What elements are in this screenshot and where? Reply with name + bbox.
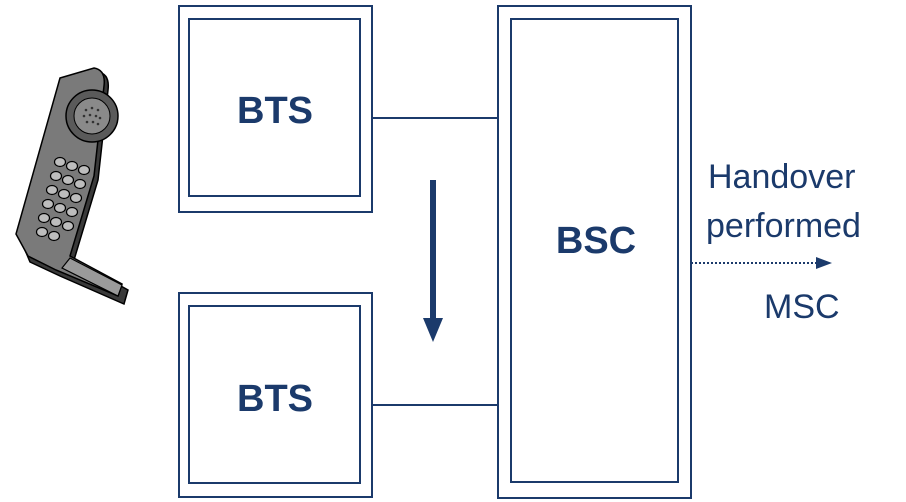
mobile-phone-icon [15,67,129,306]
bts-bottom: BTS [178,292,373,498]
bts-top-label: BTS [237,90,313,132]
handover-text-line2: performed [706,207,861,245]
msc-label: MSC [764,288,840,326]
dotted-arrow-right-icon [691,257,832,269]
arrow-down-icon [423,180,443,342]
handover-text-line1: Handover [708,158,855,196]
bsc-box: BSC [497,5,692,499]
bsc-label: BSC [556,220,636,262]
bts-top: BTS [178,5,373,213]
bts-bottom-label: BTS [237,378,313,420]
